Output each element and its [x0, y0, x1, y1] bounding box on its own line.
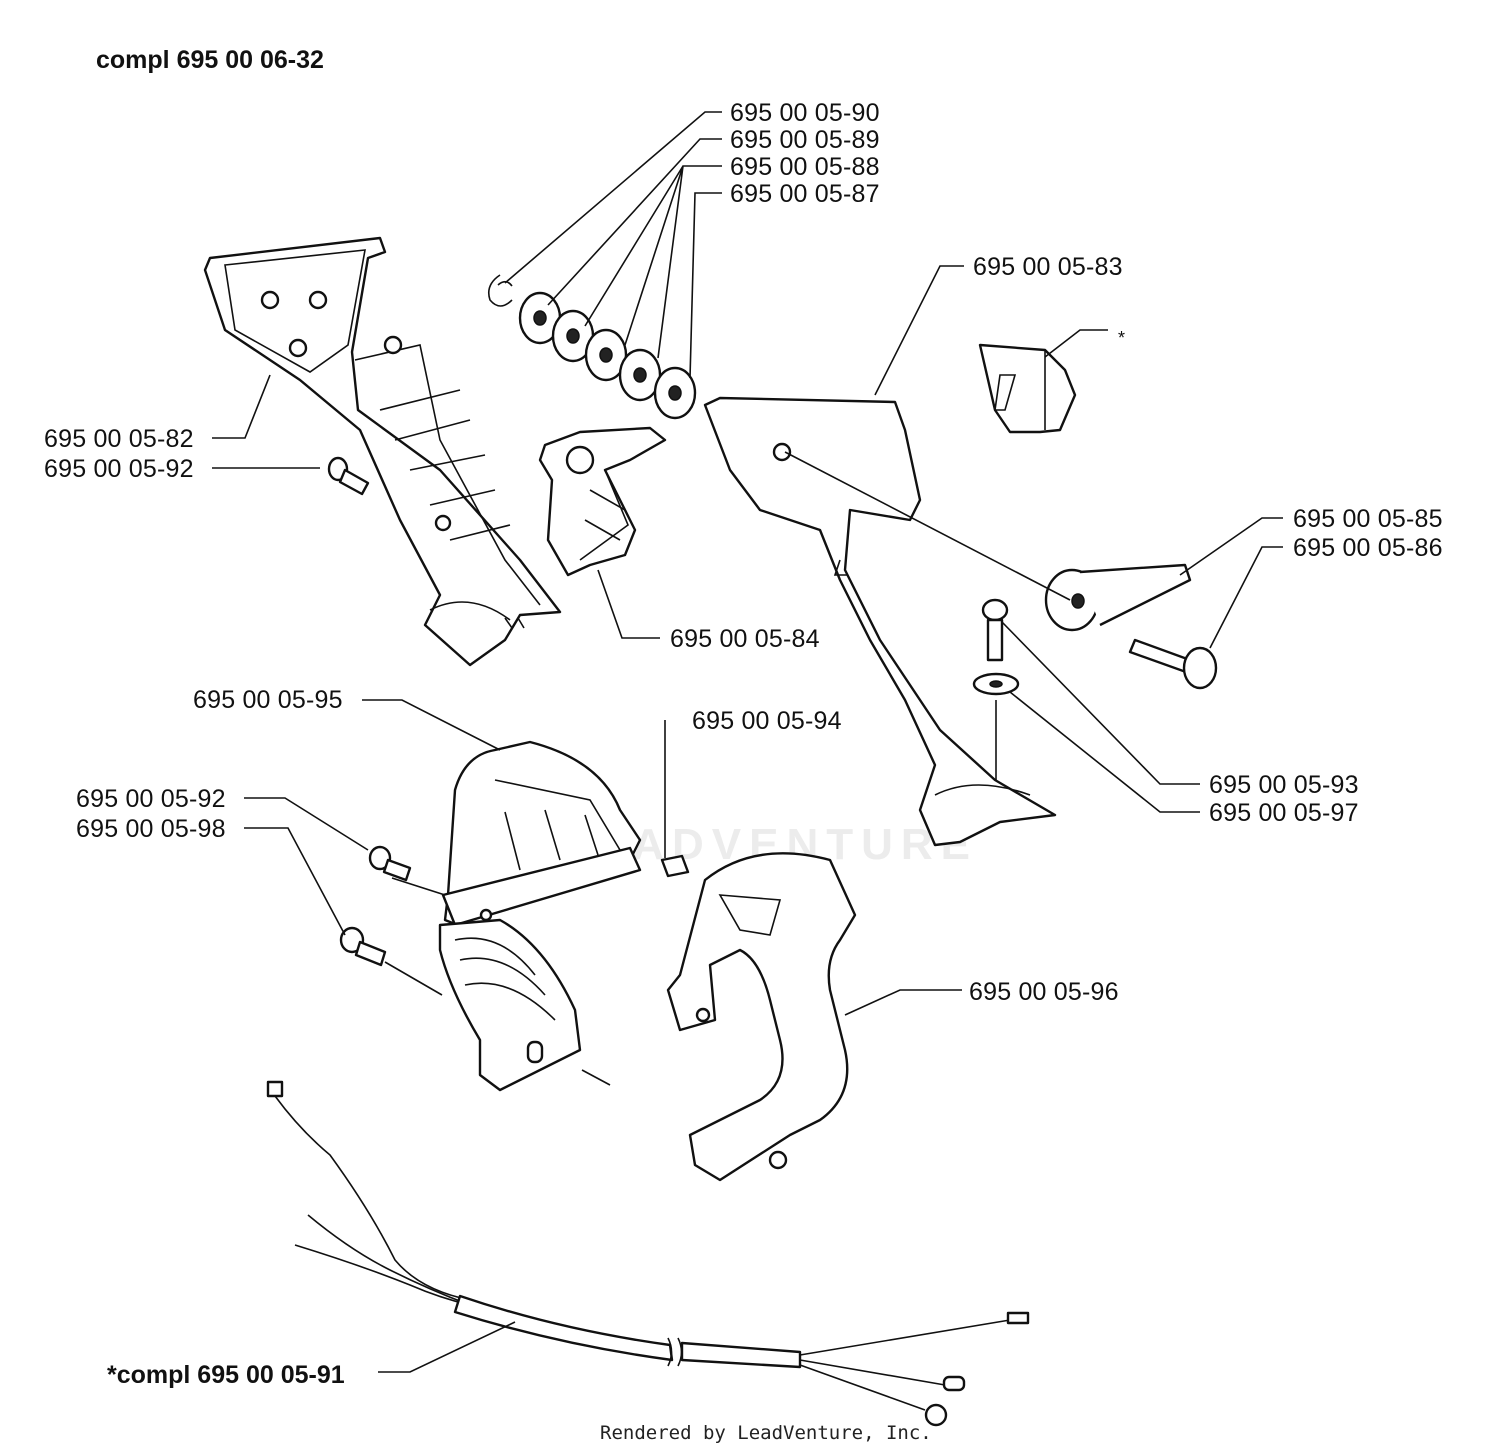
- leader-lines: [212, 111, 1283, 1373]
- clamp-half-95-part: [441, 740, 642, 932]
- part-label-89: 695 00 05-89: [730, 126, 880, 154]
- screw-98-part: [339, 926, 387, 967]
- part-label-97: 695 00 05-97: [1209, 799, 1359, 827]
- cover-star-part: [978, 343, 1077, 434]
- throttle-trigger-part: [538, 426, 667, 577]
- part-label-star: *: [1118, 328, 1126, 348]
- clamp-half-96-part: [666, 852, 857, 1182]
- part-label-93: 695 00 05-93: [1209, 771, 1359, 799]
- screw-92-lower-part: [368, 845, 412, 882]
- screw-92-top-part: [327, 456, 370, 496]
- washer-stack-part: [518, 291, 697, 420]
- part-label-96: 695 00 05-96: [969, 978, 1119, 1006]
- part-label-98: 695 00 05-98: [76, 815, 226, 843]
- assembly-title: compl 695 00 06-32: [96, 46, 324, 74]
- part-label-84: 695 00 05-84: [670, 625, 820, 653]
- wire-harness-91-part: [266, 1080, 1030, 1427]
- part-label-92-top: 695 00 05-92: [44, 455, 194, 483]
- knob-85-part: [1044, 563, 1192, 632]
- part-label-83: 695 00 05-83: [973, 253, 1123, 281]
- handle-right-half-part: [703, 396, 1057, 847]
- part-label-85: 695 00 05-85: [1293, 505, 1443, 533]
- washer-97-part: [972, 672, 1020, 696]
- part-label-88: 695 00 05-88: [730, 153, 880, 181]
- wire-harness-label: *compl 695 00 05-91: [107, 1361, 345, 1389]
- part-label-90: 695 00 05-90: [730, 99, 880, 127]
- nut-94-part: [660, 854, 690, 878]
- part-label-92-lower: 695 00 05-92: [76, 785, 226, 813]
- part-label-86: 695 00 05-86: [1293, 534, 1443, 562]
- clamp-lower-98-part: [438, 918, 582, 1092]
- part-label-87: 695 00 05-87: [730, 180, 880, 208]
- handle-left-half-part: [203, 236, 562, 667]
- part-label-94: 695 00 05-94: [692, 707, 842, 735]
- footer-credit: Rendered by LeadVenture, Inc.: [600, 1422, 932, 1444]
- part-label-95: 695 00 05-95: [193, 686, 343, 714]
- screw-86-part: [1128, 638, 1218, 690]
- screw-93-part: [981, 598, 1009, 662]
- part-label-82: 695 00 05-82: [44, 425, 194, 453]
